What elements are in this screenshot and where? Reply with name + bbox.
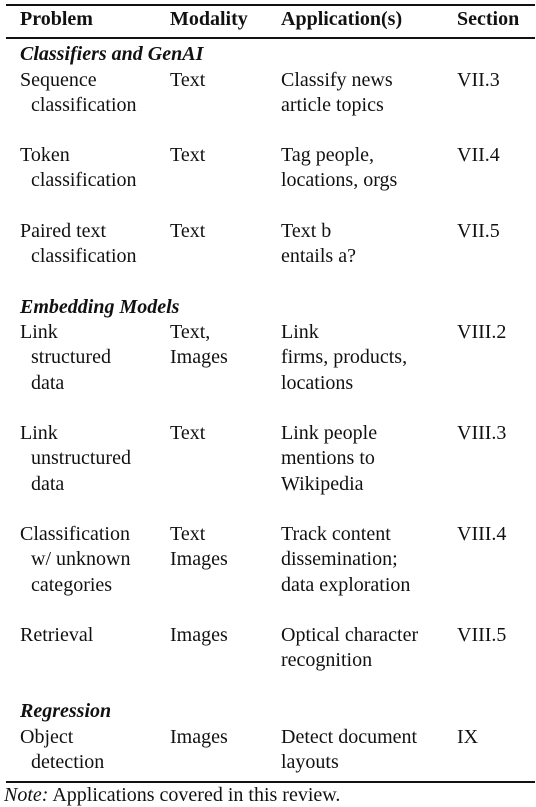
cell-problem: classification bbox=[31, 94, 137, 117]
cell-modality: Images bbox=[170, 726, 228, 748]
header-section: Section bbox=[457, 8, 520, 30]
cell-problem: Paired text bbox=[20, 220, 107, 242]
cell-problem: Link bbox=[20, 422, 58, 444]
cell-applications: Wikipedia bbox=[281, 472, 364, 495]
cell-section: VIII.2 bbox=[457, 321, 507, 343]
cell-section: IX bbox=[457, 726, 479, 748]
cell-problem: detection bbox=[31, 751, 105, 774]
group-title: Embedding Models bbox=[20, 296, 180, 318]
cell-modality: Images bbox=[170, 346, 228, 369]
cell-applications: firms, products, bbox=[281, 346, 408, 369]
cell-section: VIII.3 bbox=[457, 422, 507, 444]
cell-problem: Sequence bbox=[20, 69, 97, 91]
cell-applications: Optical character bbox=[281, 624, 419, 646]
cell-problem: Retrieval bbox=[20, 624, 94, 646]
note-label: Note: bbox=[4, 784, 49, 806]
cell-modality: Text bbox=[170, 69, 206, 91]
cell-problem: unstructured bbox=[31, 447, 131, 470]
header-problem: Problem bbox=[20, 8, 93, 30]
cell-applications: Link people bbox=[281, 422, 378, 444]
header-applications: Application(s) bbox=[281, 8, 403, 30]
cell-applications: entails a? bbox=[281, 245, 356, 268]
top-rule bbox=[6, 4, 535, 6]
cell-applications: locations bbox=[281, 371, 354, 394]
cell-modality: Text, bbox=[170, 321, 211, 343]
cell-modality: Text bbox=[170, 523, 206, 545]
cell-applications: Link bbox=[281, 321, 319, 343]
cell-problem: classification bbox=[31, 169, 137, 192]
cell-section: VII.4 bbox=[457, 144, 500, 166]
group-title: Classifiers and GenAI bbox=[20, 43, 204, 65]
header-modality: Modality bbox=[170, 8, 248, 30]
cell-problem: data bbox=[31, 371, 65, 394]
cell-applications: recognition bbox=[281, 649, 373, 672]
cell-applications: dissemination; bbox=[281, 548, 398, 571]
bottom-rule bbox=[6, 781, 535, 783]
cell-applications: Classify news bbox=[281, 69, 393, 91]
header-rule bbox=[6, 37, 535, 39]
cell-section: VII.5 bbox=[457, 220, 500, 242]
cell-problem: Token bbox=[20, 144, 70, 166]
cell-applications: Detect document bbox=[281, 726, 418, 748]
cell-applications: article topics bbox=[281, 94, 384, 117]
cell-applications: Tag people, bbox=[281, 144, 375, 166]
cell-applications: Track content bbox=[281, 523, 391, 545]
group-title: Regression bbox=[20, 700, 112, 722]
cell-problem: Object bbox=[20, 726, 74, 748]
cell-applications: layouts bbox=[281, 751, 339, 774]
cell-problem: categories bbox=[31, 573, 113, 596]
cell-section: VIII.4 bbox=[457, 523, 507, 545]
cell-problem: structured bbox=[31, 346, 111, 369]
cell-applications: mentions to bbox=[281, 447, 375, 470]
table-note: Note: Applications covered in this revie… bbox=[4, 783, 340, 807]
cell-problem: Classification bbox=[20, 523, 130, 545]
cell-modality: Text bbox=[170, 422, 206, 444]
cell-applications: locations, orgs bbox=[281, 169, 398, 192]
note-text: Applications covered in this review. bbox=[52, 784, 341, 806]
cell-problem: classification bbox=[31, 245, 137, 268]
cell-modality: Images bbox=[170, 548, 228, 571]
cell-section: VII.3 bbox=[457, 69, 500, 91]
cell-applications: data exploration bbox=[281, 573, 411, 596]
cell-section: VIII.5 bbox=[457, 624, 507, 646]
cell-problem: w/ unknown bbox=[31, 548, 131, 571]
cell-problem: data bbox=[31, 472, 65, 495]
cell-modality: Text bbox=[170, 220, 206, 242]
cell-applications: Text b bbox=[281, 220, 332, 242]
cell-problem: Link bbox=[20, 321, 58, 343]
cell-modality: Text bbox=[170, 144, 206, 166]
cell-modality: Images bbox=[170, 624, 228, 646]
